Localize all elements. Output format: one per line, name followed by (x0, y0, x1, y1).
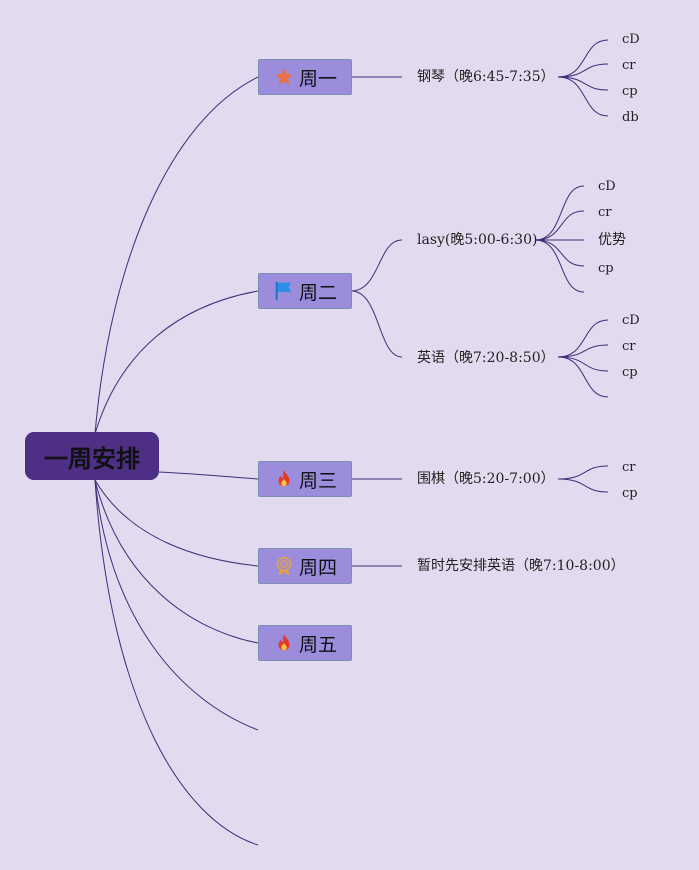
day-label: 周一 (298, 67, 337, 90)
leaf-mon-2[interactable]: cr (622, 58, 636, 73)
day-label: 周四 (298, 556, 337, 579)
leaf-tue-lasy-2[interactable]: cr (598, 205, 612, 220)
leaf-wed-1[interactable]: cr (622, 460, 636, 475)
link-root-empty-2 (94, 479, 259, 846)
leaf-mon-1[interactable]: cD (622, 32, 640, 47)
link-tue-english (351, 290, 403, 358)
leaf-tue-lasy-4[interactable]: cp (598, 261, 614, 276)
activity-tue-lasy[interactable]: lasy(晚5:00-6:30) (417, 232, 538, 248)
day-node-mon[interactable]: 周一 (258, 59, 352, 95)
leaf-tue-lasy-3[interactable]: 优势 (598, 232, 626, 248)
link-root-wed (158, 471, 259, 480)
activity-tue-english[interactable]: 英语（晚7:20-8:50） (417, 350, 555, 366)
fire-icon (273, 632, 295, 654)
star-icon (273, 66, 295, 88)
day-label: 周二 (298, 281, 337, 304)
root-label: 一周安排 (44, 444, 140, 473)
activity-mon-piano[interactable]: 钢琴（晚6:45-7:35） (417, 69, 555, 85)
award-icon (273, 555, 295, 577)
leaf-tue-english-2[interactable]: cr (622, 339, 636, 354)
flag-icon (273, 280, 295, 302)
day-label: 周五 (298, 633, 337, 656)
leaf-tue-lasy-1[interactable]: cD (598, 179, 616, 194)
fire-icon (273, 468, 295, 490)
day-node-tue[interactable]: 周二 (258, 273, 352, 309)
activity-wed-go[interactable]: 围棋（晚5:20-7:00） (417, 471, 555, 487)
leaf-mon-3[interactable]: cp (622, 84, 638, 99)
link-root-empty-1 (94, 479, 259, 731)
link-root-fri (94, 479, 259, 644)
leaf-tue-english-3[interactable]: cp (622, 365, 638, 380)
activity-thu-english[interactable]: 暂时先安排英语（晚7:10-8:00） (417, 558, 625, 574)
leaf-tue-english-1[interactable]: cD (622, 313, 640, 328)
link-root-mon (94, 76, 259, 435)
link-tue-lasy (351, 239, 403, 292)
leaf-mon-4[interactable]: db (622, 110, 639, 125)
link-root-tue (94, 290, 259, 435)
leaf-wed-2[interactable]: cp (622, 486, 638, 501)
day-node-fri[interactable]: 周五 (258, 625, 352, 661)
day-node-wed[interactable]: 周三 (258, 461, 352, 497)
root-node[interactable]: 一周安排 (25, 432, 159, 480)
link-root-thu (94, 479, 259, 567)
day-node-thu[interactable]: 周四 (258, 548, 352, 584)
day-label: 周三 (298, 469, 337, 492)
